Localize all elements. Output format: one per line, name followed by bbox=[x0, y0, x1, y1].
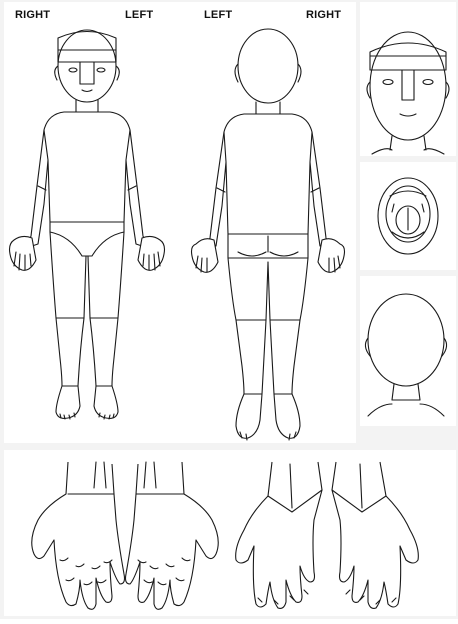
front-left-label: LEFT bbox=[125, 9, 153, 21]
back-right-label: RIGHT bbox=[306, 9, 341, 21]
front-right-label: RIGHT bbox=[15, 9, 50, 21]
back-left-label: LEFT bbox=[204, 9, 232, 21]
mouth-open-figure bbox=[378, 178, 438, 254]
